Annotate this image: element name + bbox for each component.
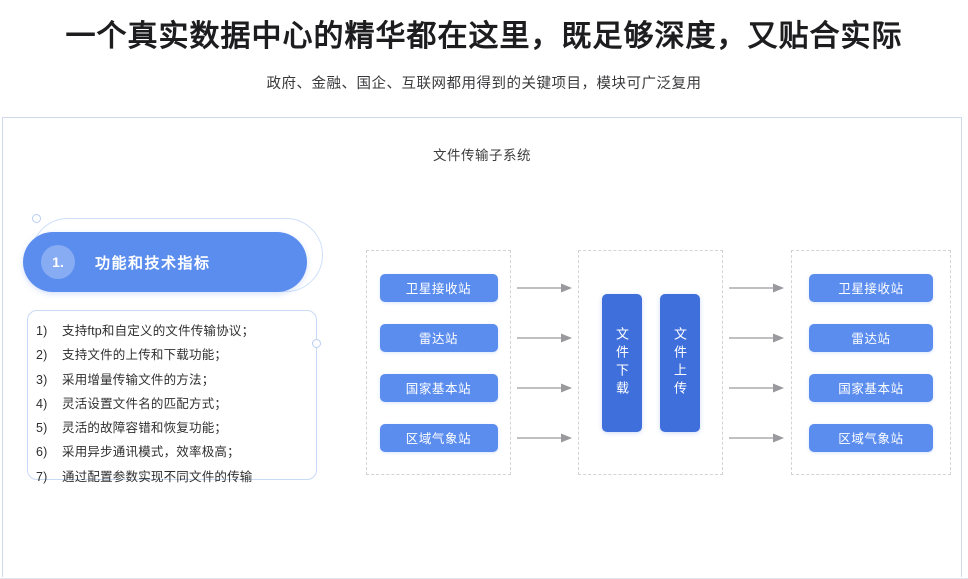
page-subtitle: 政府、金融、国企、互联网都用得到的关键项目，模块可广泛复用 (266, 75, 702, 92)
station-node[interactable]: 卫星接收站 (809, 273, 933, 302)
list-item-index: 7) (36, 469, 48, 484)
arrow-column-right (723, 250, 790, 475)
arrow-right-icon (723, 263, 790, 313)
station-node[interactable]: 雷达站 (379, 323, 498, 352)
file-upload-node[interactable]: 文件上传 (659, 293, 700, 432)
list-item-index: 3) (36, 372, 48, 387)
arrow-right-icon (511, 413, 578, 463)
list-item: 2) 支持文件的上传和下载功能； (36, 348, 306, 363)
list-item-index: 5) (36, 421, 48, 435)
subsystem-title: 文件传输子系统 (433, 148, 531, 163)
feature-list-box: 1) 支持ftp和自定义的文件传输协议； 2) 支持文件的上传和下载功能； 3)… (27, 310, 321, 483)
list-item: 5) 灵活的故障容错和恢复功能； (36, 421, 306, 436)
list-item-label: 灵活设置文件名的匹配方式； (62, 396, 228, 411)
page-title: 一个真实数据中心的精华都在这里，既足够深度，又贴合实际 (65, 20, 903, 53)
step-number-badge: 1. (41, 245, 75, 279)
station-node[interactable]: 卫星接收站 (379, 273, 498, 302)
list-item-label: 采用异步通讯模式，效率极高； (62, 445, 240, 460)
transfer-core-group: 文件下载 文件上传 (578, 250, 723, 475)
content-card: 文件传输子系统 1. 功能和技术指标 1) 支持ftp和自定义的文件传输协议； … (2, 117, 962, 577)
list-item: 3) 采用增量传输文件的方法； (36, 372, 306, 388)
list-item: 7) 通过配置参数实现不同文件的传输 (36, 469, 306, 485)
list-item-label: 通过配置参数实现不同文件的传输 (62, 469, 253, 484)
list-item-label: 采用增量传输文件的方法； (62, 372, 215, 387)
destination-stations-group: 卫星接收站 雷达站 国家基本站 区域气象站 (791, 250, 951, 475)
list-item: 6) 采用异步通讯模式，效率极高； (36, 445, 306, 460)
station-node[interactable]: 国家基本站 (379, 373, 498, 402)
list-item-label: 支持文件的上传和下载功能； (62, 348, 228, 363)
station-node[interactable]: 区域气象站 (379, 423, 498, 452)
transfer-nodes: 文件下载 文件上传 (601, 293, 700, 432)
list-item-label: 支持ftp和自定义的文件传输协议； (62, 324, 255, 338)
station-node[interactable]: 国家基本站 (809, 373, 933, 402)
page-header: 一个真实数据中心的精华都在这里，既足够深度，又贴合实际 政府、金融、国企、互联网… (0, 0, 968, 93)
arrow-right-icon (723, 413, 790, 463)
list-item-index: 1) (36, 324, 48, 338)
list-item-label: 灵活的故障容错和恢复功能； (62, 421, 228, 435)
arrow-right-icon (723, 313, 790, 363)
list-item-index: 2) (36, 348, 48, 363)
file-download-node[interactable]: 文件下载 (601, 293, 642, 432)
arrow-right-icon (511, 263, 578, 313)
circle-marker-icon (32, 214, 41, 223)
circle-marker-icon (311, 339, 321, 348)
arrow-right-icon (511, 313, 578, 363)
list-item: 4) 灵活设置文件名的匹配方式； (36, 396, 306, 412)
list-item-index: 6) (36, 445, 48, 460)
arrow-column-left (511, 250, 578, 475)
arrow-right-icon (511, 363, 578, 413)
step-label: 功能和技术指标 (95, 254, 211, 272)
list-item: 1) 支持ftp和自定义的文件传输协议； (36, 324, 306, 339)
step-pill[interactable]: 1. 功能和技术指标 (23, 232, 307, 292)
list-item-index: 4) (36, 396, 48, 411)
arrow-right-icon (723, 363, 790, 413)
station-node[interactable]: 区域气象站 (809, 423, 933, 452)
file-transfer-diagram: 卫星接收站 雷达站 国家基本站 区域气象站 文件下载 文件上传 (366, 250, 951, 475)
station-node[interactable]: 雷达站 (809, 323, 933, 352)
source-stations-group: 卫星接收站 雷达站 国家基本站 区域气象站 (366, 250, 511, 475)
